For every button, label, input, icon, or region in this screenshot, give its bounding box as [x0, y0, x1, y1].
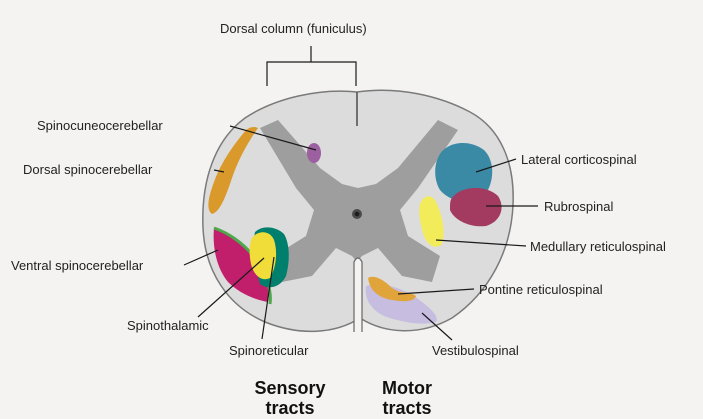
heading-motor-line1: Motor	[382, 378, 432, 398]
label-medullary-reticulospinal: Medullary reticulospinal	[530, 239, 666, 254]
label-dorsal-spinocerebellar: Dorsal spinocerebellar	[23, 162, 153, 177]
central-canal-core	[355, 212, 360, 217]
label-spinoreticular: Spinoreticular	[229, 343, 309, 358]
label-dorsal-column: Dorsal column (funiculus)	[220, 21, 367, 36]
ventral-median-fissure	[354, 258, 362, 332]
label-spinothalamic: Spinothalamic	[127, 318, 209, 333]
dorsal-column-bracket	[267, 46, 356, 86]
heading-motor-line2: tracts	[382, 398, 431, 418]
label-vestibulospinal: Vestibulospinal	[432, 343, 519, 358]
label-ventral-spinocerebellar: Ventral spinocerebellar	[11, 258, 144, 273]
tract-spinocuneocerebellar	[307, 143, 321, 163]
label-pontine-reticulospinal: Pontine reticulospinal	[479, 282, 603, 297]
label-rubrospinal: Rubrospinal	[544, 199, 613, 214]
label-lateral-corticospinal: Lateral corticospinal	[521, 152, 637, 167]
label-spinocuneocerebellar: Spinocuneocerebellar	[37, 118, 163, 133]
heading-sensory-line2: tracts	[265, 398, 314, 418]
heading-sensory-line1: Sensory	[254, 378, 325, 398]
